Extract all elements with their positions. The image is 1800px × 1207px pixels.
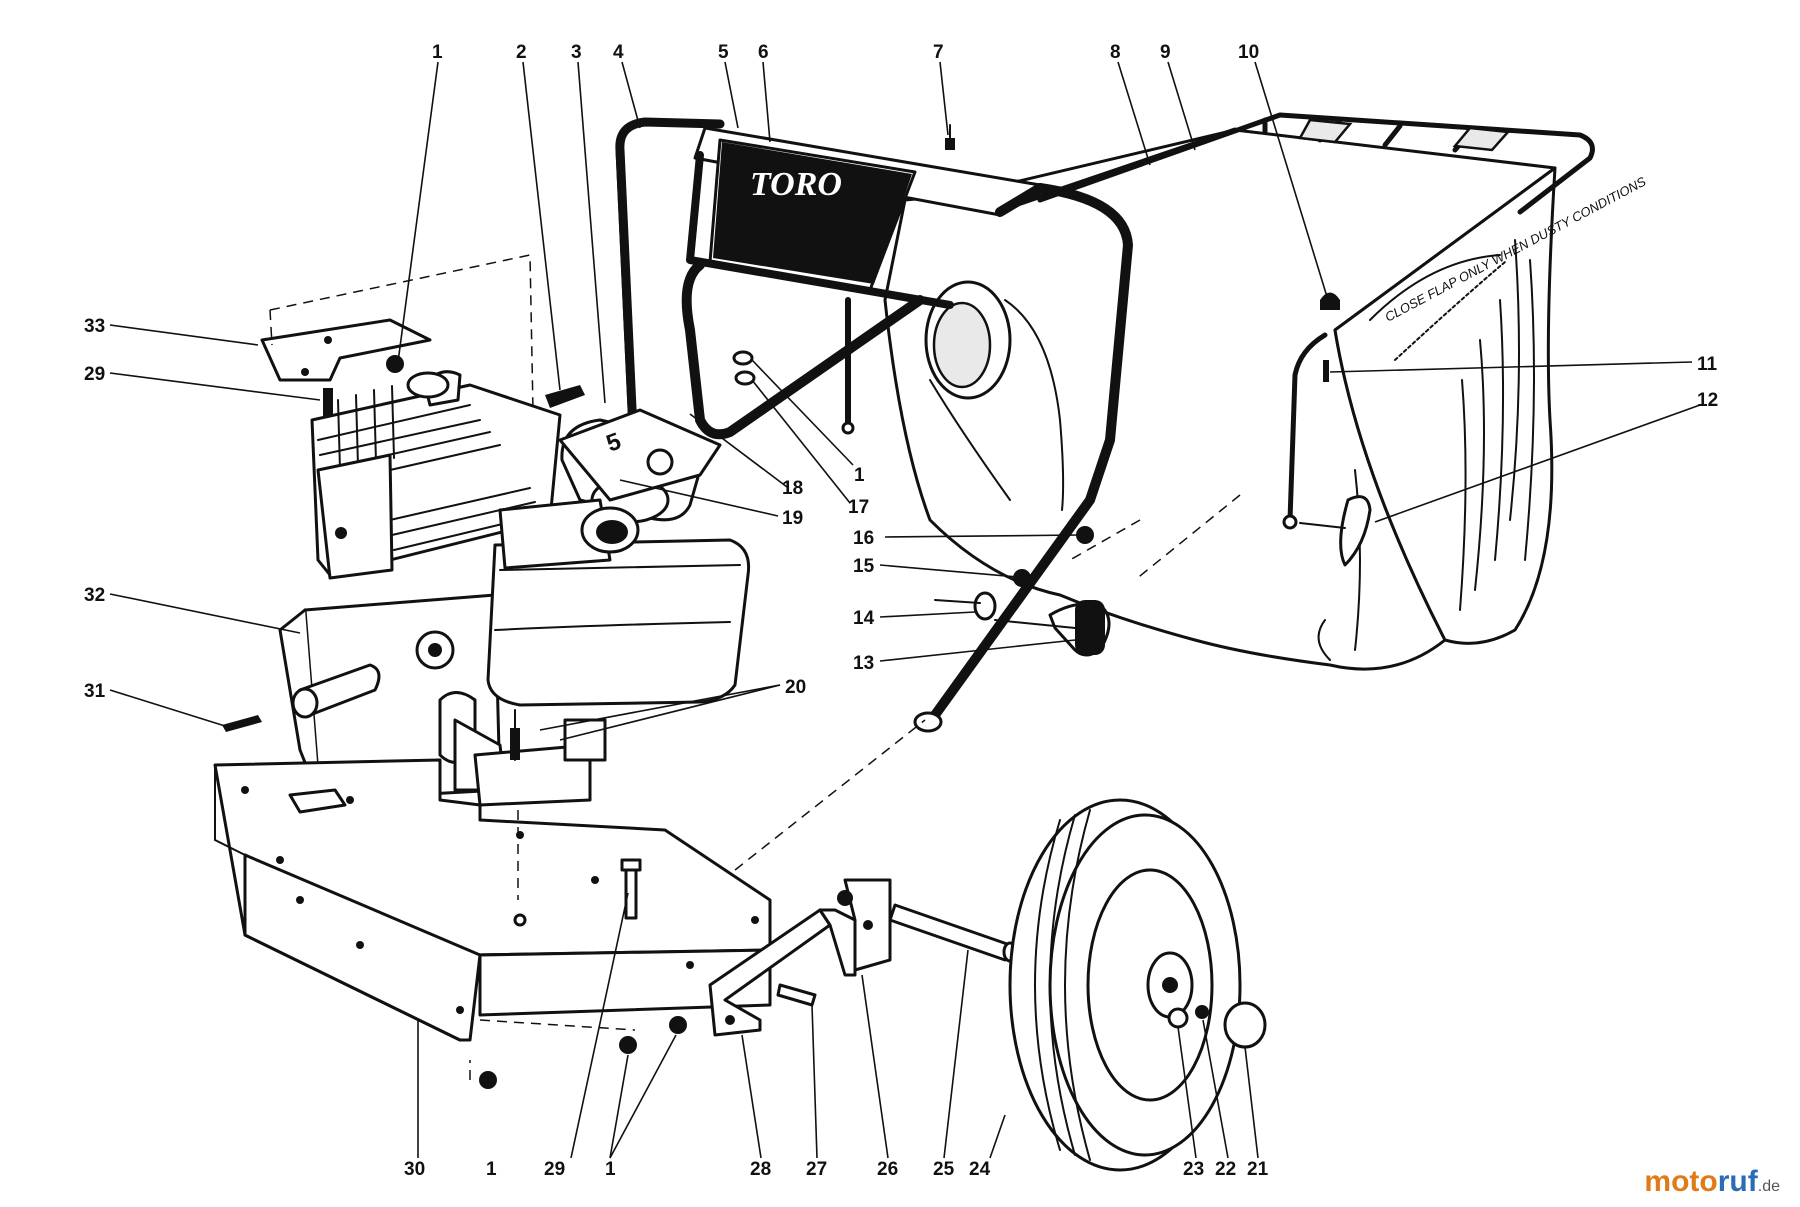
nut-1-lower-c xyxy=(479,1071,497,1089)
leader-lines xyxy=(109,61,1701,1159)
callout-2: 2 xyxy=(516,42,527,63)
watermark-part-c: .de xyxy=(1757,1178,1780,1195)
callout-25: 25 xyxy=(933,1159,955,1180)
callout-20: 20 xyxy=(785,677,806,698)
callout-6: 6 xyxy=(758,42,769,63)
callout-29-upper: 29 xyxy=(84,364,105,385)
washer-22 xyxy=(1195,1005,1209,1019)
callout-10: 10 xyxy=(1238,42,1259,63)
bolt-29-upper xyxy=(323,388,333,416)
callout-1-top: 1 xyxy=(432,42,443,63)
callout-17: 17 xyxy=(848,497,869,518)
nut-1-lower-a xyxy=(619,1036,637,1054)
callout-5: 5 xyxy=(718,42,729,63)
callout-31: 31 xyxy=(84,681,106,702)
callout-1-bottom-left: 1 xyxy=(486,1159,497,1180)
washer-23 xyxy=(1167,1007,1189,1029)
callout-18: 18 xyxy=(782,478,803,499)
watermark-part-b: ruf xyxy=(1717,1165,1758,1198)
callout-23: 23 xyxy=(1183,1159,1204,1180)
callout-13: 13 xyxy=(853,653,874,674)
callout-labels: 1 2 3 4 5 6 7 8 9 10 11 12 13 14 15 16 1… xyxy=(84,42,1718,1180)
callout-16: 16 xyxy=(853,528,874,549)
callout-24: 24 xyxy=(969,1159,991,1180)
callout-1-handle: 1 xyxy=(854,465,865,486)
callout-8: 8 xyxy=(1110,42,1121,63)
site-watermark: motoruf.de xyxy=(1644,1165,1780,1199)
bolt-27 xyxy=(776,983,817,1007)
callout-4: 4 xyxy=(613,42,624,63)
watermark-part-a: moto xyxy=(1644,1165,1718,1198)
callout-27: 27 xyxy=(806,1159,827,1180)
mower-deck xyxy=(213,758,772,1042)
wheel xyxy=(1008,798,1242,1172)
callout-7: 7 xyxy=(933,42,944,63)
callout-30: 30 xyxy=(404,1159,425,1180)
bracket-33 xyxy=(260,318,432,382)
grass-bag: CLOSE FLAP ONLY WHEN DUSTY CONDITIONS xyxy=(883,112,1649,671)
callout-15: 15 xyxy=(853,556,875,577)
axle-stud-25 xyxy=(888,903,1018,963)
toro-logo: TORO xyxy=(750,166,842,203)
axle-bracket xyxy=(708,878,892,1037)
alignment-lines xyxy=(269,254,1241,1080)
callout-28: 28 xyxy=(750,1159,771,1180)
callout-11: 11 xyxy=(1697,354,1718,375)
callout-33: 33 xyxy=(84,316,105,337)
callout-21: 21 xyxy=(1247,1159,1269,1180)
callout-12: 12 xyxy=(1697,390,1718,411)
callout-19: 19 xyxy=(782,508,803,529)
deck-holes xyxy=(241,786,759,1014)
callout-14: 14 xyxy=(853,608,875,629)
engine: 5 xyxy=(278,370,751,807)
callout-22: 22 xyxy=(1215,1159,1236,1180)
bolt-29-lower xyxy=(620,858,642,920)
callout-1-bottom: 1 xyxy=(605,1159,616,1180)
key-31 xyxy=(222,715,262,732)
callout-29-lower: 29 xyxy=(544,1159,565,1180)
callout-26: 26 xyxy=(877,1159,898,1180)
handle-assembly: TORO xyxy=(615,117,1133,733)
nut-1-lower-b xyxy=(669,1016,687,1034)
discharge-chute xyxy=(924,280,1065,511)
callout-9: 9 xyxy=(1160,42,1171,63)
callout-32: 32 xyxy=(84,585,105,606)
hub-cap-21 xyxy=(1223,1001,1267,1049)
callout-3: 3 xyxy=(571,42,582,63)
